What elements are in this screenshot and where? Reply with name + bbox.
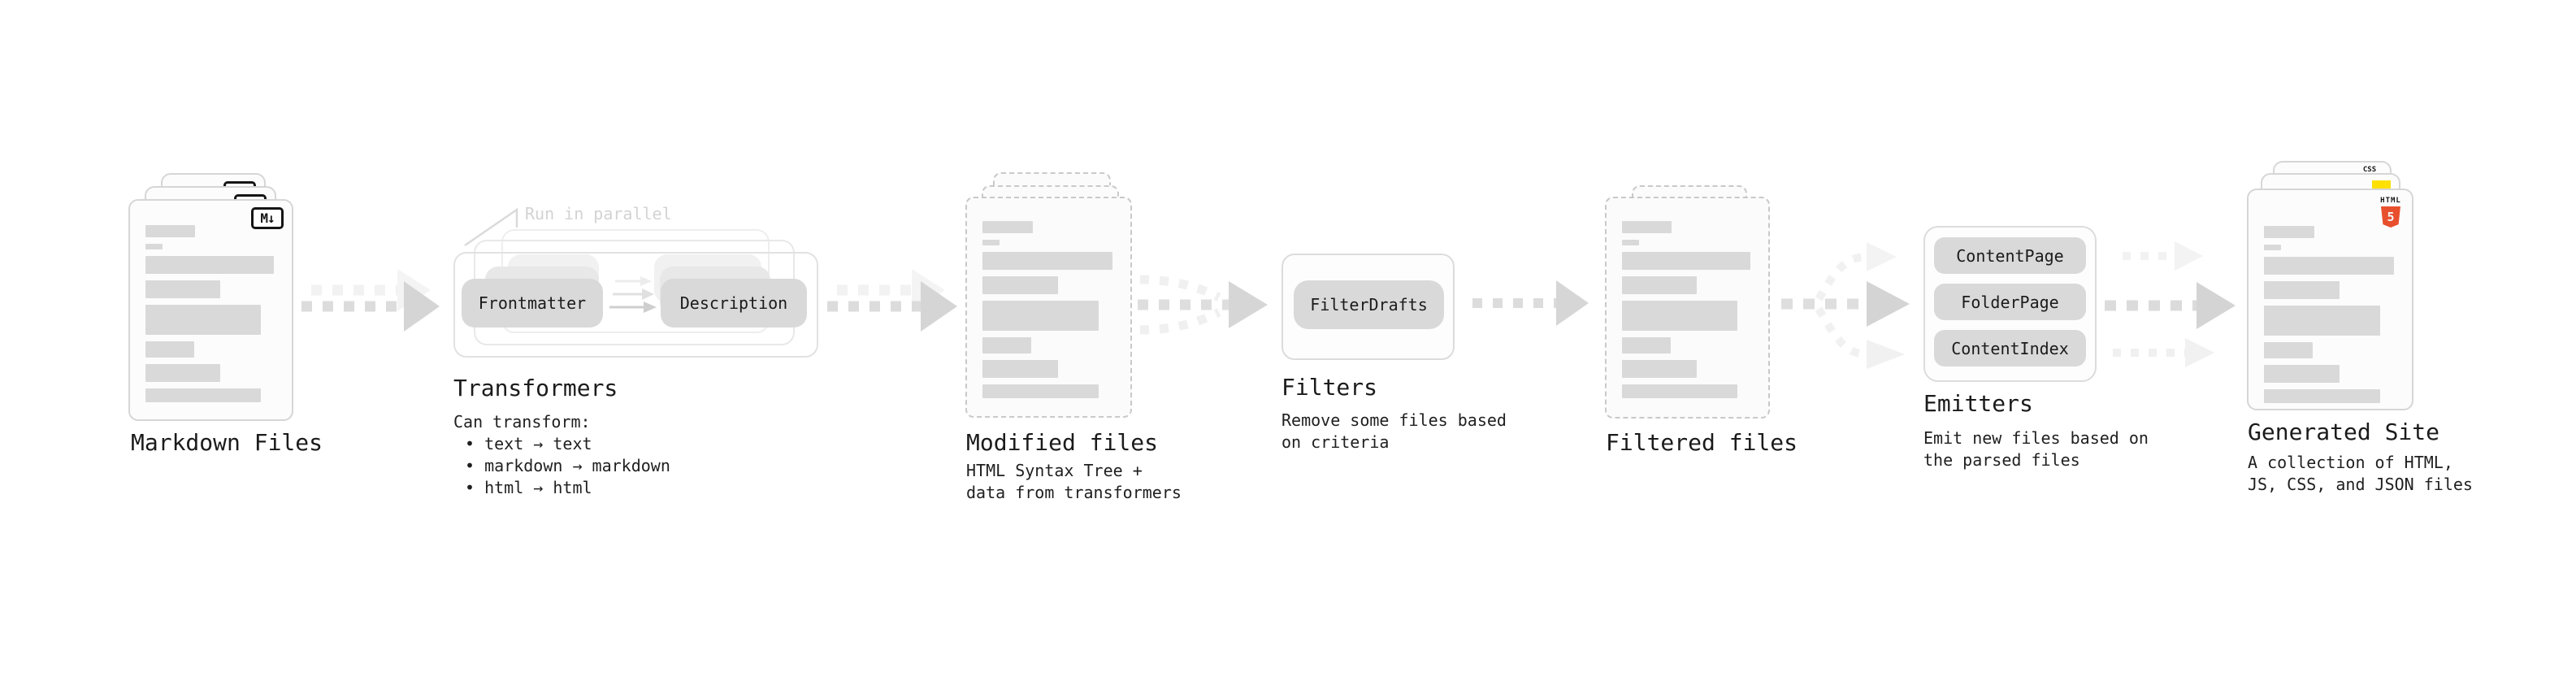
generated-site-desc-line: JS, CSS, and JSON files bbox=[2248, 475, 2473, 494]
file-content-skeleton bbox=[982, 221, 1115, 398]
modified-files-description: HTML Syntax Tree + data from transformer… bbox=[966, 460, 1182, 504]
contentindex-pill: ContentIndex bbox=[1934, 330, 2086, 367]
transformers-bullet: • html → html bbox=[465, 478, 592, 497]
filterdrafts-pill: FilterDrafts bbox=[1294, 280, 1444, 329]
generated-file-card-front: HTML 5 bbox=[2247, 189, 2413, 410]
markdown-icon: M↓ bbox=[251, 207, 284, 229]
html5-icon-number: 5 bbox=[2387, 210, 2395, 224]
filters-description: Remove some files based on criteria bbox=[1281, 410, 1507, 453]
description-pill: Description bbox=[661, 279, 807, 327]
stage-label-emitters: Emitters bbox=[1923, 390, 2033, 417]
modified-files-desc-line: HTML Syntax Tree + bbox=[966, 461, 1143, 480]
js-icon bbox=[2372, 180, 2391, 190]
transformers-bullet: • text → text bbox=[465, 434, 592, 453]
filtered-file-card-front bbox=[1605, 197, 1770, 419]
stage-label-generated-site: Generated Site bbox=[2248, 419, 2440, 445]
stage-label-markdown-files: Markdown Files bbox=[131, 429, 323, 456]
modified-files-desc-line: data from transformers bbox=[966, 483, 1182, 502]
file-content-skeleton bbox=[1622, 221, 1753, 398]
css-icon-label: CSS bbox=[2362, 166, 2377, 174]
file-content-skeleton bbox=[145, 225, 276, 402]
stage-label-filters: Filters bbox=[1281, 374, 1378, 401]
stage-label-transformers: Transformers bbox=[453, 375, 618, 401]
html5-icon-label: HTML bbox=[2380, 197, 2401, 205]
emitters-desc-line: the parsed files bbox=[1923, 450, 2080, 470]
folderpage-pill: FolderPage bbox=[1934, 284, 2086, 320]
generated-site-desc-line: A collection of HTML, bbox=[2248, 453, 2453, 472]
filters-desc-line: Remove some files based bbox=[1281, 410, 1507, 430]
frontmatter-pill: Frontmatter bbox=[462, 279, 603, 327]
emitters-desc-line: Emit new files based on bbox=[1923, 428, 2149, 448]
emitters-description: Emit new files based on the parsed files bbox=[1923, 427, 2149, 471]
transformers-intro: Can transform: bbox=[453, 412, 591, 432]
stage-label-filtered-files: Filtered files bbox=[1606, 429, 1798, 456]
file-content-skeleton bbox=[2264, 226, 2396, 403]
generated-site-description: A collection of HTML, JS, CSS, and JSON … bbox=[2248, 452, 2473, 496]
stage-label-modified-files: Modified files bbox=[966, 429, 1159, 456]
transformers-bullet: • markdown → markdown bbox=[465, 456, 670, 475]
html5-icon-shield: 5 bbox=[2381, 206, 2400, 228]
run-in-parallel-callout: Run in parallel bbox=[525, 204, 672, 223]
modified-file-card-front bbox=[965, 197, 1132, 418]
html5-icon: HTML 5 bbox=[2379, 197, 2402, 228]
filters-desc-line: on criteria bbox=[1281, 432, 1390, 452]
transformers-description: Can transform: • text → text • markdown … bbox=[453, 411, 670, 499]
contentpage-pill: ContentPage bbox=[1934, 237, 2086, 274]
transformer-layer-front bbox=[453, 252, 818, 358]
markdown-file-card-front: M↓ bbox=[128, 199, 293, 421]
